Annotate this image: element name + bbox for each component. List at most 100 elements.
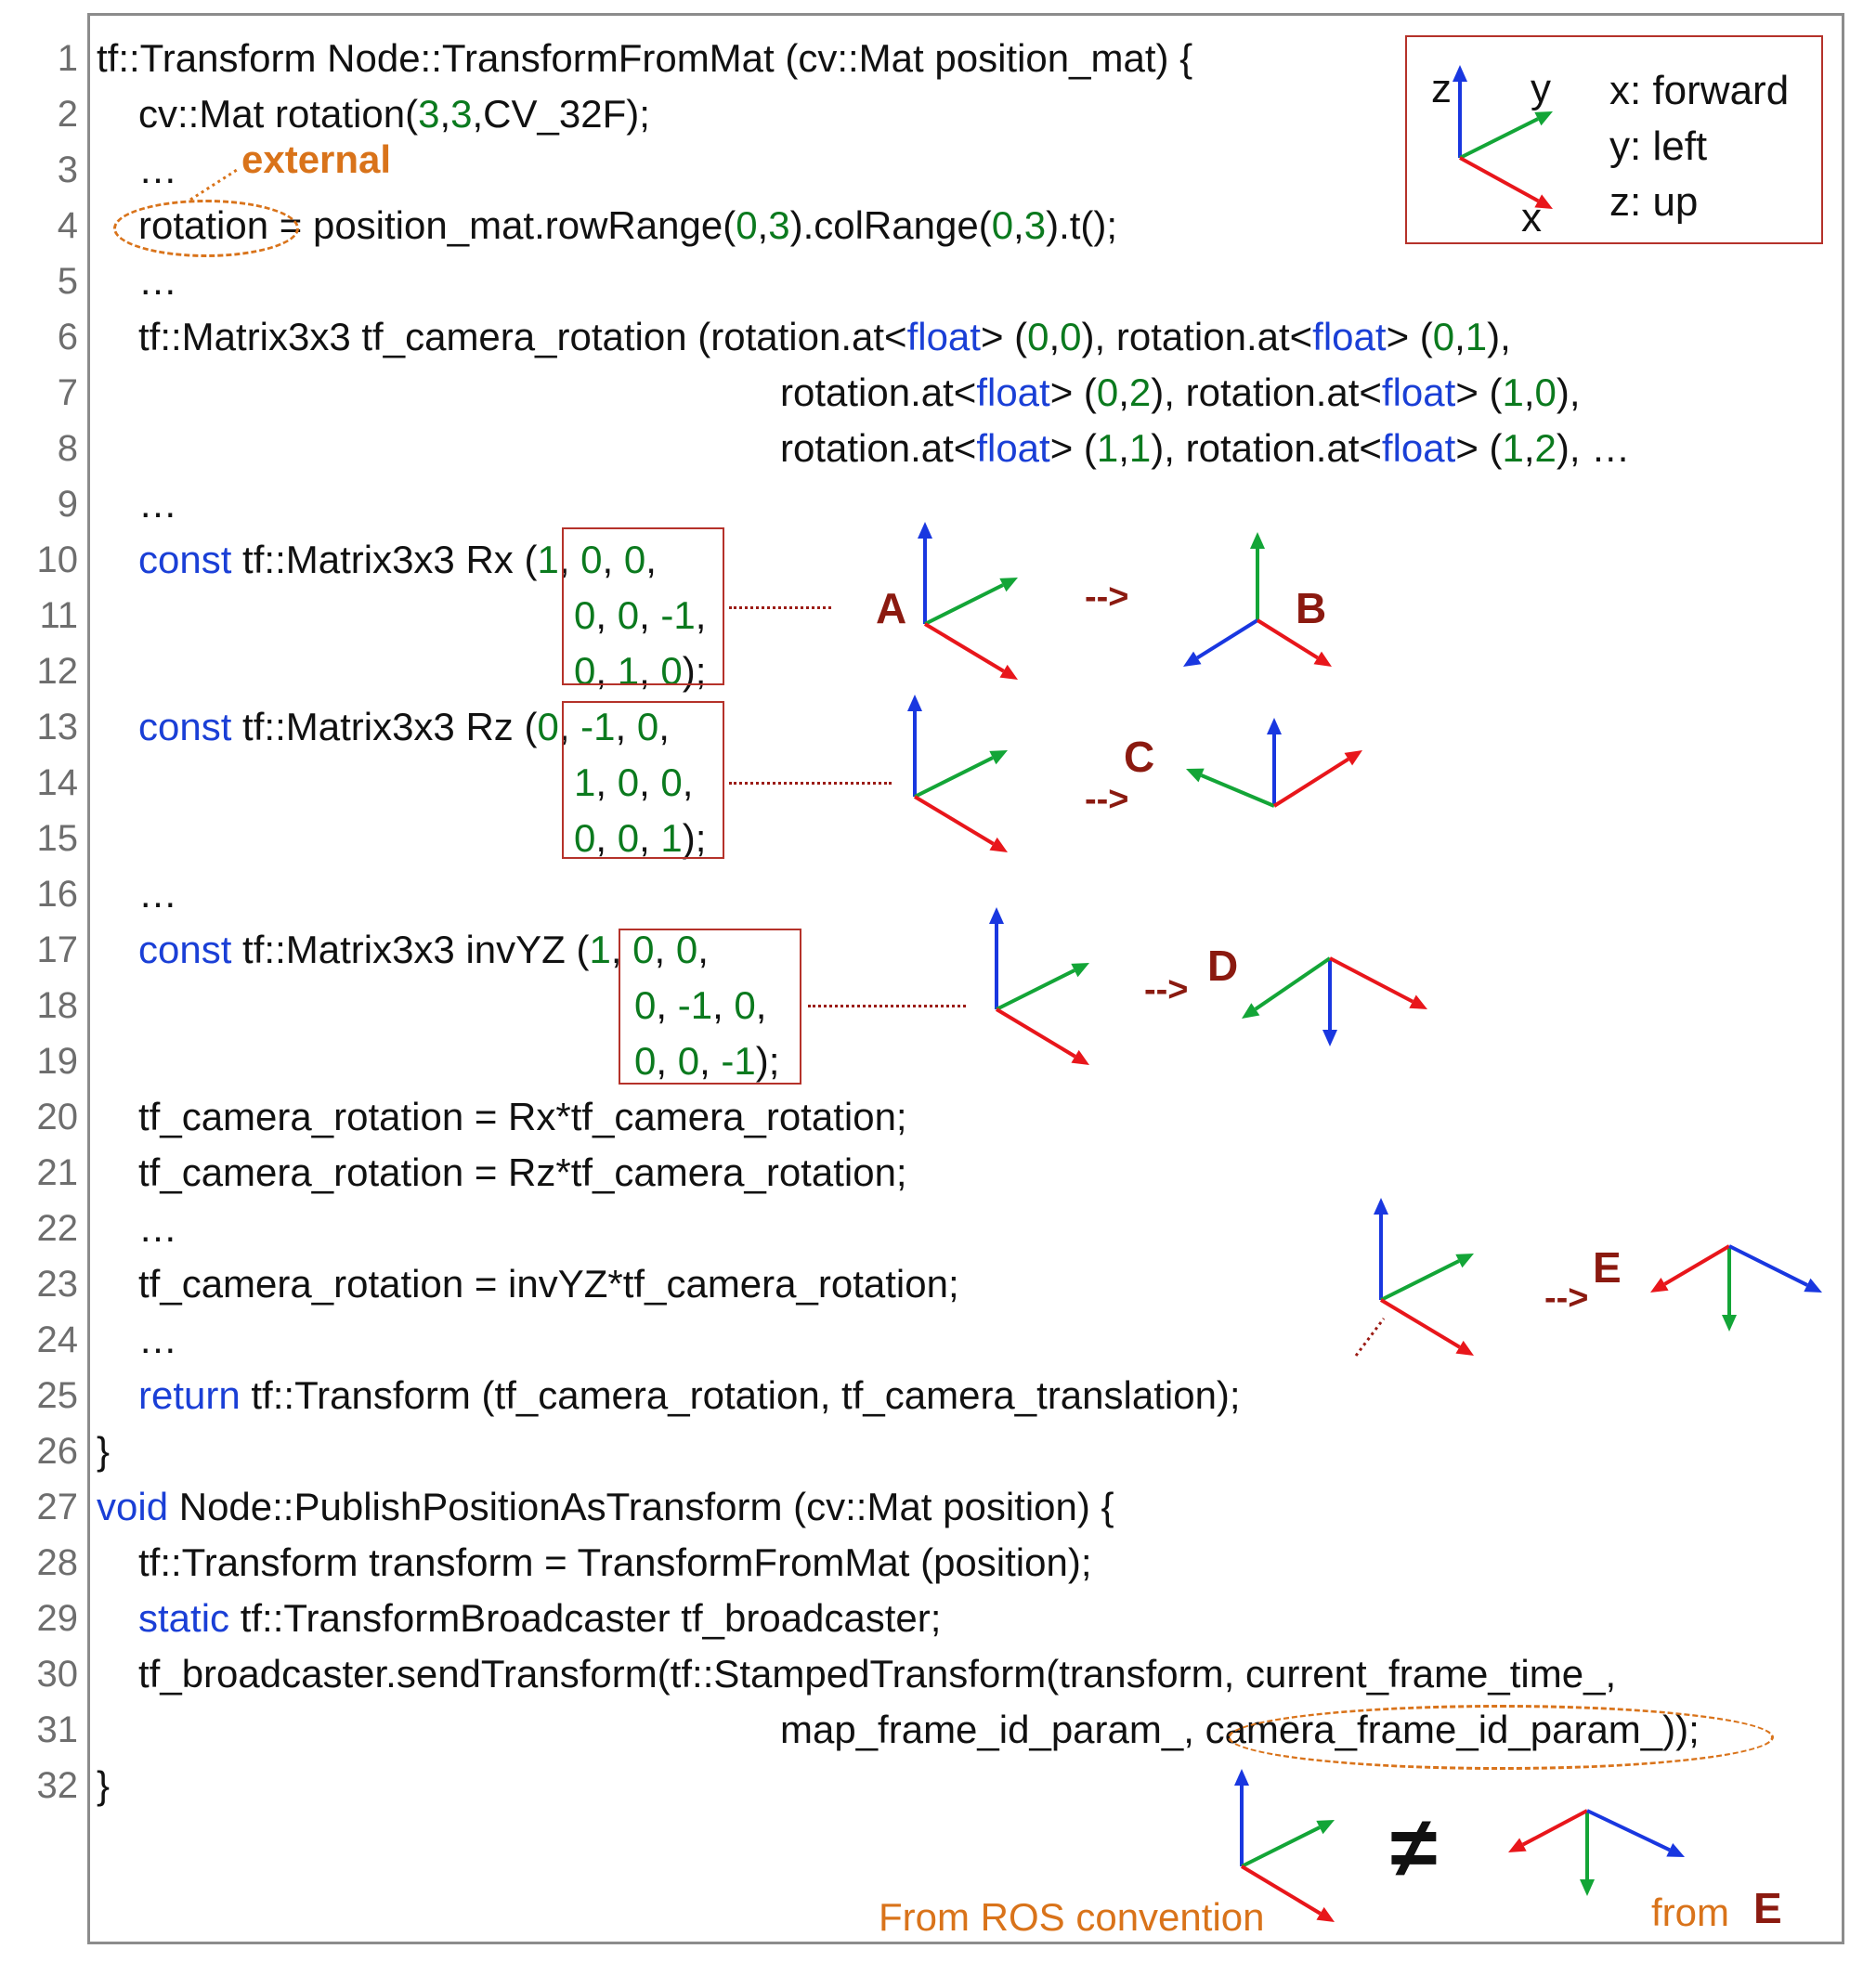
legend-entry-up: z: up: [1609, 179, 1699, 225]
code-number: -1: [677, 983, 713, 1027]
from-e-axis-1: [1521, 1809, 1588, 1847]
d-after-axis-2: [1329, 956, 1414, 1004]
code-text: ,: [610, 928, 633, 971]
code-text: }: [97, 1429, 111, 1473]
code-text: Node::PublishPositionAsTransform (cv::Ma…: [168, 1485, 1114, 1528]
code-number: 0: [660, 649, 683, 693]
d-after-arrowhead-0: [1322, 1030, 1337, 1046]
code-line: static tf::TransformBroadcaster tf_broad…: [138, 1591, 941, 1646]
c-after-axis-1: [1200, 773, 1275, 808]
code-keyword: float: [1381, 426, 1456, 470]
code-text: ,: [639, 816, 661, 860]
code-line: …: [138, 1201, 177, 1256]
line-number: 3: [57, 149, 78, 190]
line-number: 14: [36, 762, 79, 803]
code-line: 0, 0, 1);: [574, 811, 706, 866]
code-number: 0: [617, 760, 640, 804]
code-number: 0: [736, 203, 758, 247]
code-line: const tf::Matrix3x3 Rx (1, 0, 0,: [138, 532, 657, 588]
line-number: 25: [36, 1375, 79, 1416]
code-text: > (: [1455, 426, 1503, 470]
code-text: rotation.at<: [780, 370, 977, 414]
c-after-arrowhead-0: [1267, 718, 1282, 734]
from-ros-convention-label: From ROS convention: [879, 1895, 1265, 1939]
code-keyword: void: [97, 1485, 169, 1528]
code-text: > (: [1386, 315, 1433, 358]
external-annotation: external: [241, 137, 392, 181]
e-after-axis-1: [1663, 1244, 1731, 1286]
line-number: 26: [36, 1431, 79, 1472]
code-text: tf::Matrix3x3 Rx (: [231, 538, 538, 581]
external-leader-line: [189, 168, 238, 201]
c-before-axis-2: [913, 795, 995, 846]
code-text: ), rotation.at<: [1081, 315, 1313, 358]
rz-matrix-box: [562, 701, 724, 859]
label-d: D: [1207, 942, 1239, 990]
e-after-arrowhead-1: [1650, 1277, 1669, 1293]
line-number: 23: [36, 1264, 79, 1305]
code-text: ,: [602, 538, 624, 581]
code-line: rotation.at<float> (0,2), rotation.at<fl…: [780, 365, 1581, 421]
code-number: 1: [537, 538, 559, 581]
code-text: ,: [1118, 370, 1129, 414]
code-line: return tf::Transform (tf_camera_rotation…: [138, 1368, 1241, 1423]
c-after-arrowhead-2: [1344, 750, 1362, 766]
ros-arrowhead-0: [1234, 1769, 1249, 1786]
code-number: 0: [1027, 315, 1049, 358]
line-number: 11: [39, 595, 78, 636]
ros-arrowhead-2: [1316, 1906, 1335, 1922]
from-label: from: [1651, 1891, 1729, 1934]
axes-a-before-icon: [918, 522, 1018, 680]
code-text: tf::Matrix3x3 tf_camera_rotation (rotati…: [138, 315, 907, 358]
e-before-axis-1: [1380, 1259, 1460, 1302]
code-number: 1: [1502, 426, 1524, 470]
b-after-axis-1: [1196, 618, 1259, 660]
line-number: 7: [57, 372, 78, 413]
d-after-arrowhead-1: [1242, 1003, 1260, 1019]
code-text: ,: [595, 649, 618, 693]
e-after-arrowhead-2: [1804, 1278, 1822, 1293]
code-text: …: [138, 482, 177, 526]
code-line: }: [97, 1758, 110, 1813]
code-keyword: const: [138, 928, 232, 971]
code-text: );: [755, 1039, 780, 1083]
code-line: }: [97, 1423, 110, 1479]
code-keyword: float: [976, 370, 1050, 414]
code-text: ,: [595, 816, 618, 860]
ros-arrowhead-1: [1316, 1820, 1335, 1835]
code-text: > (: [1049, 370, 1097, 414]
code-keyword: float: [1381, 370, 1456, 414]
code-text: ,: [682, 760, 694, 804]
code-text: rotation.at<: [780, 426, 977, 470]
code-line: 0, 0, -1);: [634, 1033, 779, 1089]
code-text: ,: [639, 593, 661, 637]
code-text: ,: [697, 928, 709, 971]
code-text: ,CV_32F);: [472, 92, 650, 136]
legend-x-label: x: [1521, 195, 1542, 240]
line-number: 22: [36, 1208, 79, 1249]
legend-arrowhead-0: [1453, 65, 1467, 82]
code-text: ), rotation.at<: [1151, 370, 1382, 414]
line-number: 15: [36, 818, 79, 859]
line-number: 9: [57, 484, 78, 525]
b-after-axis-2: [1256, 618, 1319, 660]
line-number: 27: [36, 1487, 79, 1527]
code-text: ,: [654, 928, 676, 971]
line-number: 32: [36, 1765, 79, 1806]
code-number: 0: [1534, 370, 1557, 414]
code-number: 2: [1534, 426, 1557, 470]
code-text: }: [97, 1763, 111, 1807]
line-number: 30: [36, 1654, 79, 1695]
a-before-arrowhead-1: [999, 578, 1018, 592]
code-text: > (: [1455, 370, 1503, 414]
code-number: 0: [537, 705, 559, 748]
legend-y-label: y: [1531, 66, 1551, 111]
code-line: 1, 0, 0,: [574, 755, 693, 811]
code-number: 3: [450, 92, 473, 136]
code-text: ,: [757, 203, 769, 247]
code-number: 0: [632, 928, 655, 971]
code-keyword: const: [138, 705, 232, 748]
code-number: 1: [574, 760, 596, 804]
code-text: cv::Mat rotation(: [138, 92, 419, 136]
invyz-matrix-box: [619, 929, 801, 1085]
